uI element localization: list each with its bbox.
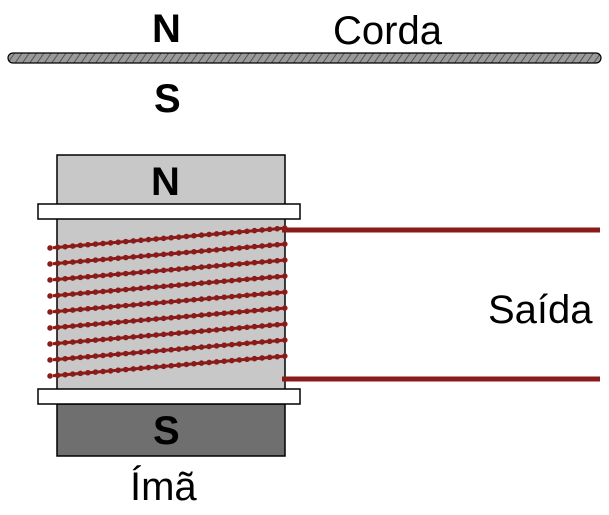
bobbin-bottom-flange: [37, 388, 301, 405]
coil-turn-strand: [52, 338, 284, 362]
coil-turn-strand: [52, 226, 284, 250]
coil-winding: [47, 225, 289, 379]
string-north-label: N: [152, 7, 181, 51]
coil-turn-strand: [52, 322, 284, 346]
magnet-north-label: N: [151, 160, 180, 204]
string-south-label: S: [154, 77, 181, 121]
bobbin-top-flange: [37, 203, 301, 220]
magnet-label: Ímã: [130, 465, 197, 509]
coil-turn-strand: [52, 242, 284, 266]
output-label: Saída: [488, 288, 593, 332]
magnet-north-block: [56, 154, 286, 206]
coil-turn-strand: [52, 290, 284, 314]
guitar-string: [7, 52, 602, 64]
coil-turn-strand: [52, 274, 284, 298]
string-label: Corda: [333, 9, 442, 53]
coil-turn-strand: [52, 258, 284, 282]
coil-turn-strand: [52, 306, 284, 330]
coil-turn-strand: [52, 354, 284, 378]
magnet-south-label: S: [153, 409, 180, 453]
